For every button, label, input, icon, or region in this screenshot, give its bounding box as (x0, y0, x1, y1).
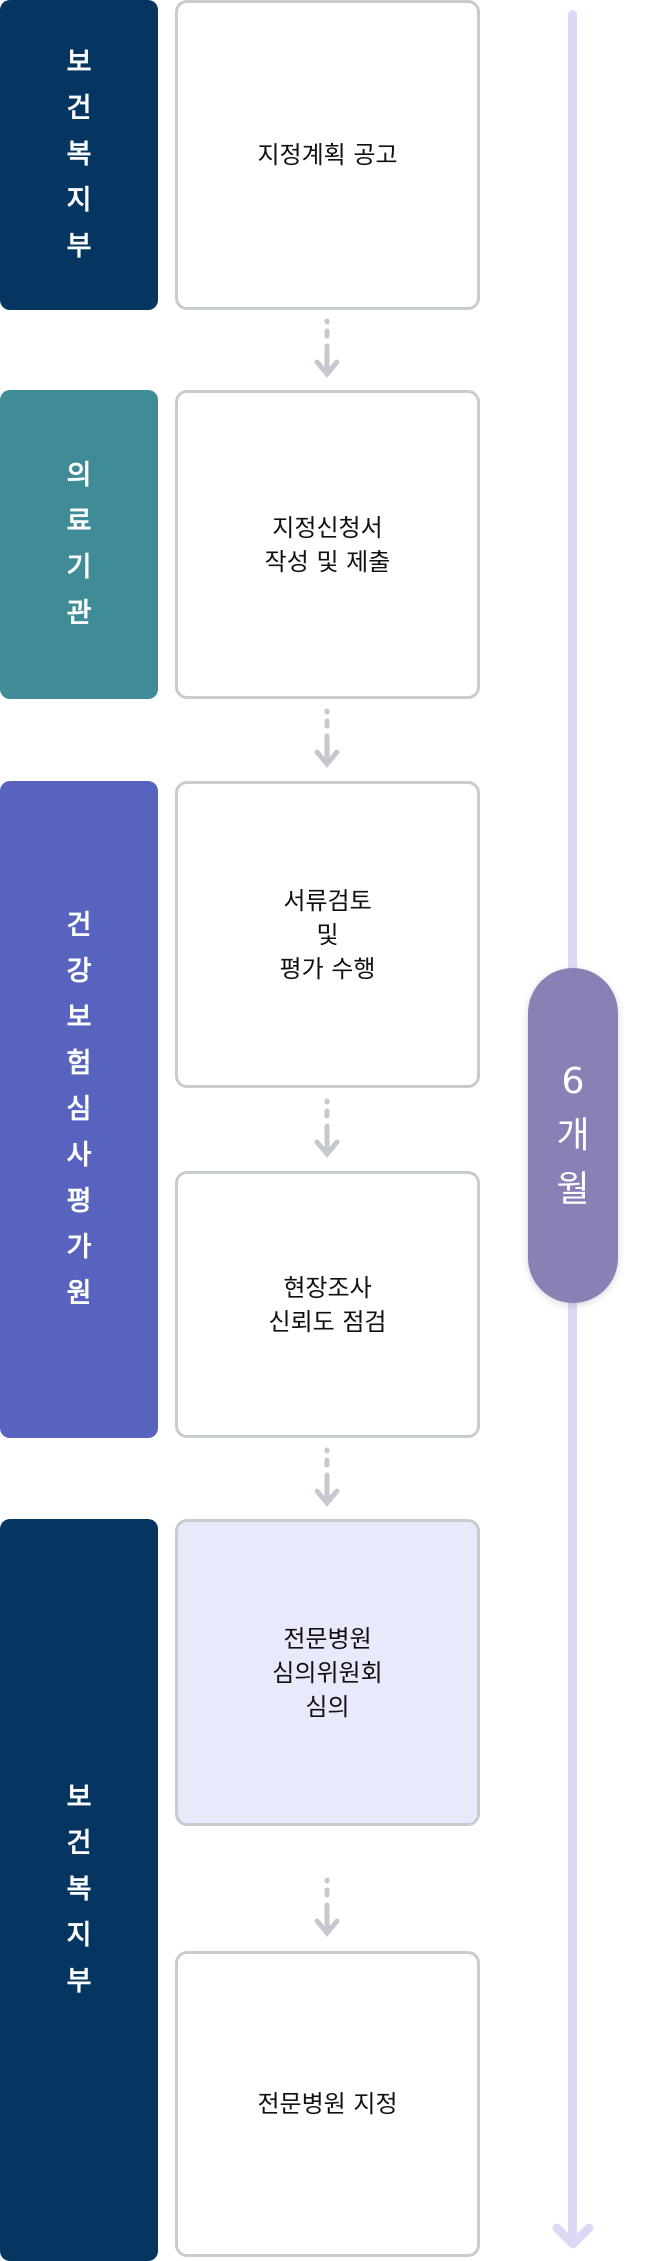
step-text: 심의위원회 (272, 1658, 383, 1687)
arrow-down-icon (314, 708, 340, 768)
arrow-down-icon (314, 1447, 340, 1507)
step-text: 평가 수행 (279, 954, 376, 983)
arrow-down-icon (314, 318, 340, 378)
org-char: 부 (66, 231, 92, 262)
org-char: 건 (66, 909, 92, 941)
timeline-arrowhead-icon (552, 2223, 594, 2249)
org-char: 평 (66, 1185, 92, 1217)
duration-char: 6 (561, 1060, 585, 1102)
org-char: 료 (66, 505, 92, 537)
step-card: 지정계획 공고 (175, 0, 480, 310)
org-char: 사 (66, 1139, 92, 1171)
step-text: 지정계획 공고 (257, 141, 398, 169)
arrow-down-icon (314, 1877, 340, 1937)
step-text: 서류검토 (283, 886, 372, 915)
org-char: 의 (66, 459, 92, 491)
org-char: 건 (66, 1828, 92, 1859)
step-text: 심의 (305, 1692, 350, 1721)
org-char: 심 (66, 1093, 92, 1125)
step-text: 및 (316, 920, 339, 949)
step-card: 전문병원 지정 (175, 1951, 480, 2257)
org-char: 험 (66, 1047, 92, 1079)
org-char: 보 (66, 47, 92, 78)
org-char: 보 (66, 1001, 92, 1033)
step-text: 지정신청서 (272, 513, 383, 542)
org-char: 부 (66, 1966, 92, 1997)
step-text: 전문병원 지정 (257, 2090, 398, 2118)
org-char: 기 (66, 551, 92, 583)
org-char: 복 (66, 1874, 92, 1905)
org-char: 지 (66, 185, 92, 216)
step-text: 현장조사 (283, 1273, 372, 1302)
org-char: 원 (66, 1277, 92, 1309)
duration-char: 개 (556, 1114, 590, 1156)
org-char: 지 (66, 1920, 92, 1951)
duration-char: 월 (556, 1168, 590, 1210)
org-char: 가 (66, 1231, 92, 1263)
org-char: 건 (66, 93, 92, 124)
org-char: 복 (66, 139, 92, 170)
step-text: 신뢰도 점검 (268, 1307, 387, 1336)
step-text: 전문병원 (283, 1624, 372, 1653)
org-char: 강 (66, 955, 92, 987)
org-char: 보 (66, 1782, 92, 1813)
arrow-down-icon (314, 1098, 340, 1158)
step-text: 작성 및 제출 (264, 547, 391, 576)
org-char: 관 (66, 597, 92, 629)
